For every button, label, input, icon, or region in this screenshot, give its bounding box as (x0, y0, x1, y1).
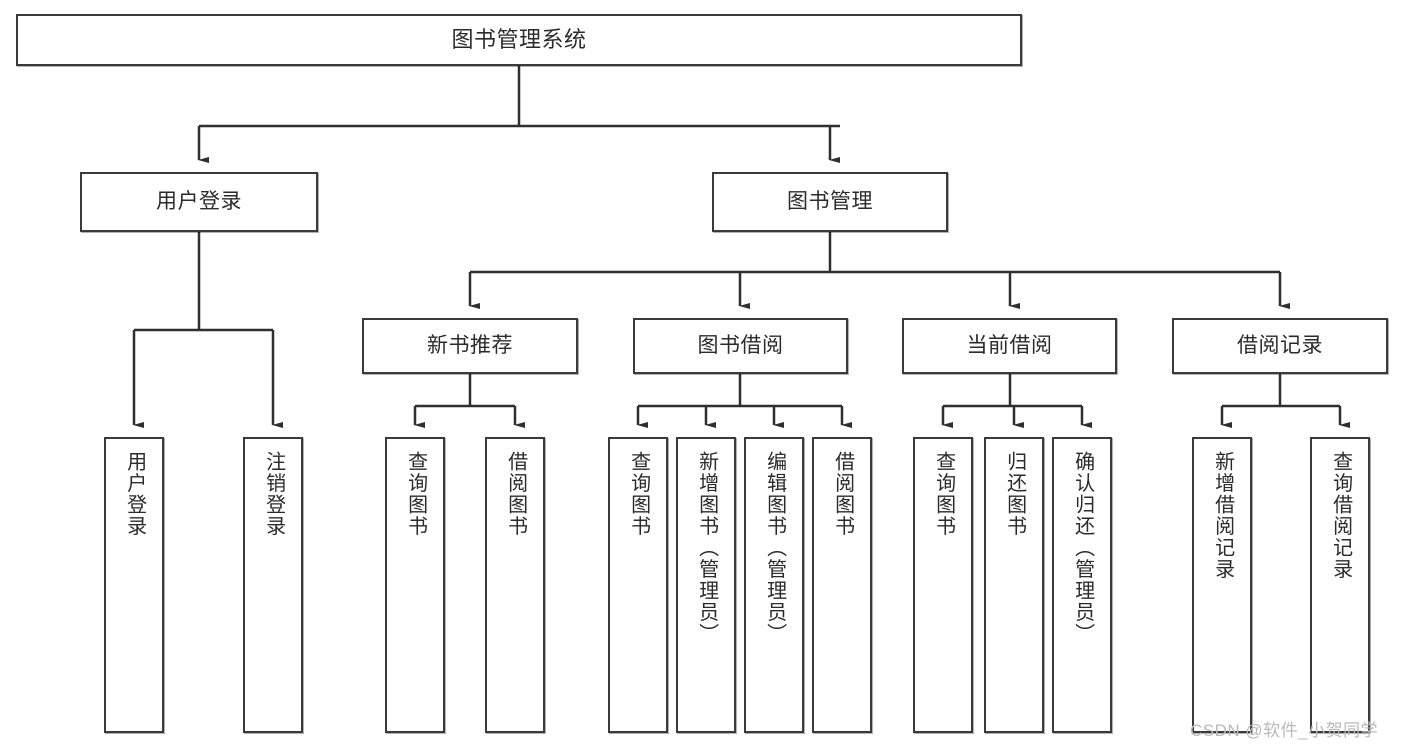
node-borrow-record[interactable]: 借阅记录 (1172, 318, 1388, 374)
leaf-query-book-current-label: 查询图书 (932, 451, 955, 537)
node-book-borrow[interactable]: 图书借阅 (633, 318, 848, 374)
leaf-query-book-borrow-label: 查询图书 (627, 451, 650, 537)
leaf-add-borrow-record[interactable]: 新增借阅记录 (1192, 437, 1252, 733)
csdn-watermark: CSDN @软件_小贺同学 (1190, 721, 1379, 740)
leaf-query-book-current[interactable]: 查询图书 (913, 437, 973, 733)
leaf-confirm-return-admin-label: 确认归还（管理员） (1071, 451, 1094, 645)
leaf-borrow-book-label: 借阅图书 (831, 451, 854, 537)
node-book-management-label: 图书管理 (787, 189, 873, 213)
leaf-user-login[interactable]: 用户登录 (104, 437, 164, 733)
node-borrow-record-label: 借阅记录 (1237, 333, 1323, 357)
leaf-user-login-label: 用户登录 (123, 451, 146, 537)
node-new-book-recommend[interactable]: 新书推荐 (362, 318, 578, 374)
node-book-management[interactable]: 图书管理 (712, 172, 948, 232)
leaf-query-book-borrow[interactable]: 查询图书 (608, 437, 668, 733)
leaf-return-book-label: 归还图书 (1003, 451, 1026, 537)
leaf-query-book-new-label: 查询图书 (404, 451, 427, 537)
node-user-login[interactable]: 用户登录 (80, 172, 318, 232)
leaf-add-book-admin-label: 新增图书（管理员） (695, 451, 718, 645)
leaf-add-book-admin[interactable]: 新增图书（管理员） (676, 437, 736, 733)
leaf-borrow-book-new-label: 借阅图书 (504, 451, 527, 537)
node-current-borrow[interactable]: 当前借阅 (902, 318, 1117, 374)
leaf-return-book[interactable]: 归还图书 (984, 437, 1044, 733)
leaf-confirm-return-admin[interactable]: 确认归还（管理员） (1052, 437, 1112, 733)
node-root[interactable]: 图书管理系统 (16, 14, 1022, 66)
leaf-borrow-book[interactable]: 借阅图书 (812, 437, 872, 733)
leaf-query-book-new[interactable]: 查询图书 (385, 437, 445, 733)
leaf-query-borrow-record-label: 查询借阅记录 (1329, 451, 1352, 580)
leaf-query-borrow-record[interactable]: 查询借阅记录 (1310, 437, 1370, 733)
leaf-user-logout-label: 注销登录 (262, 451, 285, 537)
leaf-user-logout[interactable]: 注销登录 (243, 437, 303, 733)
node-root-label: 图书管理系统 (451, 27, 587, 53)
node-new-book-recommend-label: 新书推荐 (427, 333, 513, 357)
node-book-borrow-label: 图书借阅 (697, 333, 784, 357)
leaf-borrow-book-new[interactable]: 借阅图书 (485, 437, 545, 733)
leaf-add-borrow-record-label: 新增借阅记录 (1211, 451, 1234, 580)
leaf-edit-book-admin[interactable]: 编辑图书（管理员） (744, 437, 804, 733)
node-current-borrow-label: 当前借阅 (966, 333, 1053, 357)
leaf-edit-book-admin-label: 编辑图书（管理员） (763, 451, 786, 645)
node-user-login-label: 用户登录 (156, 189, 242, 213)
